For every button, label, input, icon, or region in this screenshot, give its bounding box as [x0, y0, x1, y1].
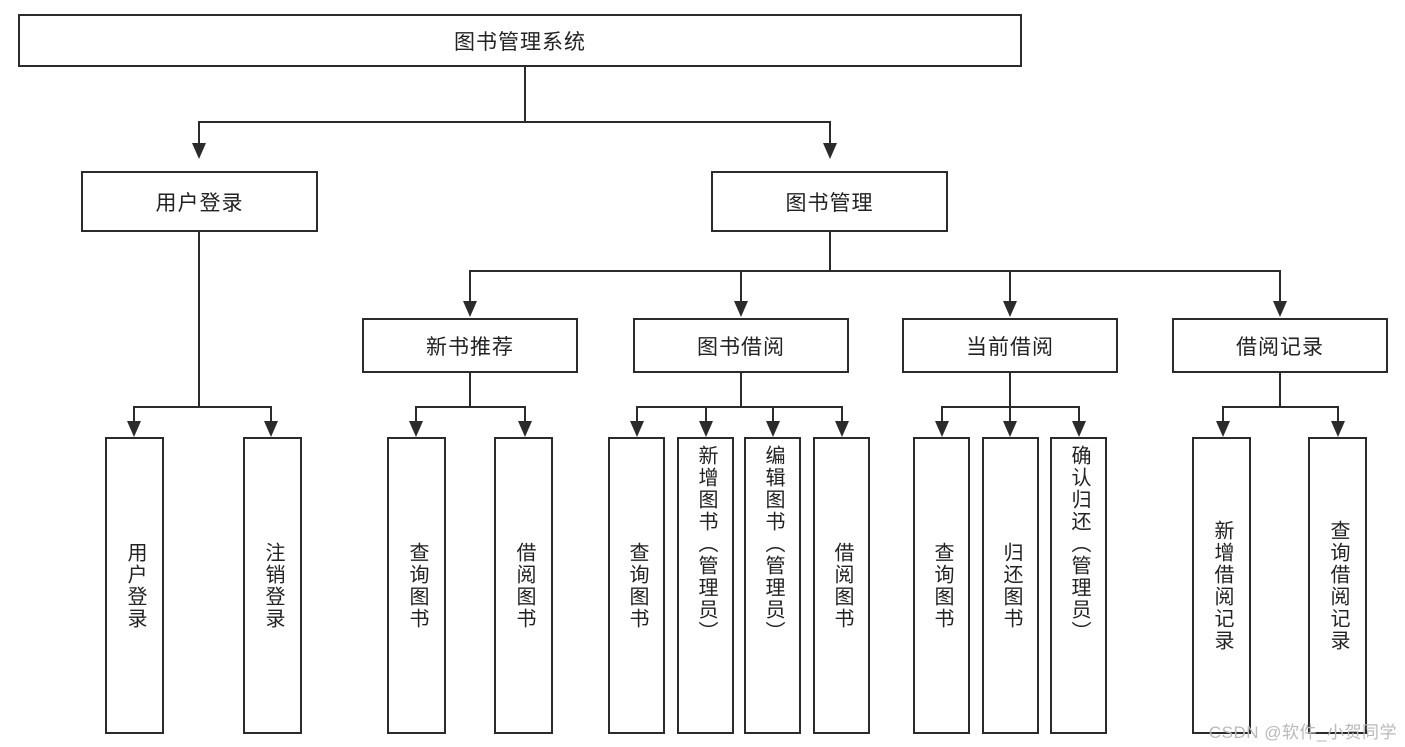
leaf-query-borrow-record-label: 查询借阅记录: [1327, 519, 1349, 652]
leaf-user-logout-label: 注销登录: [262, 541, 284, 630]
connector-root-stem: [524, 67, 526, 121]
leaf-query-borrow-record[interactable]: 查询借阅记录: [1308, 437, 1367, 734]
leaf-borrow-book-label: 借阅图书: [831, 541, 853, 630]
arrow-l2-1-to-l3-1: [734, 301, 748, 317]
arrow-l2-1-to-l3-2: [1003, 301, 1017, 317]
node-user-login-group[interactable]: 用户登录: [81, 171, 318, 232]
connector-l2-0-drop-a: [133, 406, 135, 422]
leaf-edit-book-admin-label: 编辑图书（管理员）: [762, 445, 784, 643]
arrow-root-to-l2-1: [823, 143, 837, 159]
arrow-l3-2-to-l4-10: [1072, 421, 1086, 437]
node-borrow-records[interactable]: 借阅记录: [1172, 318, 1388, 373]
leaf-return-book[interactable]: 归还图书: [982, 437, 1039, 734]
connector-root-to-l2-0-drop: [198, 121, 200, 143]
arrow-l3-3-to-l4-12: [1331, 421, 1345, 437]
connector-l3-2-drop-c: [1078, 406, 1080, 422]
leaf-add-book-admin[interactable]: 新增图书（管理员）: [677, 437, 734, 734]
leaf-query-book-recommend-label: 查询图书: [406, 541, 428, 630]
node-root[interactable]: 图书管理系统: [18, 14, 1022, 67]
connector-l3-2-drop-b: [1009, 406, 1011, 422]
connector-l3-3-bus: [1222, 406, 1337, 408]
connector-l3-1-stem: [740, 373, 742, 406]
connector-l2-0-stem: [198, 232, 200, 406]
leaf-query-book-current[interactable]: 查询图书: [913, 437, 970, 734]
node-borrow-records-label: 借阅记录: [1236, 335, 1324, 359]
connector-l2-1-drop-2: [1009, 270, 1011, 302]
connector-l3-0-bus: [415, 406, 524, 408]
connector-l3-3-stem: [1279, 373, 1281, 406]
leaf-query-book-current-label: 查询图书: [931, 541, 953, 630]
node-current-borrow-label: 当前借阅: [966, 335, 1054, 359]
arrow-l3-1-to-l4-7: [835, 421, 849, 437]
connector-l3-1-drop-c: [772, 406, 774, 422]
connector-l3-1-bus: [636, 406, 842, 408]
node-book-management-group[interactable]: 图书管理: [711, 171, 948, 232]
connector-l3-3-drop-a: [1222, 406, 1224, 422]
leaf-user-login[interactable]: 用户登录: [105, 437, 164, 734]
leaf-query-book-recommend[interactable]: 查询图书: [387, 437, 446, 734]
arrow-l2-0-to-l4-0: [127, 421, 141, 437]
arrow-l2-0-to-l4-1: [264, 421, 278, 437]
leaf-borrow-book[interactable]: 借阅图书: [813, 437, 870, 734]
node-book-borrow[interactable]: 图书借阅: [633, 318, 849, 373]
connector-l3-2-drop-a: [941, 406, 943, 422]
leaf-borrow-book-recommend[interactable]: 借阅图书: [494, 437, 553, 734]
connector-l3-1-drop-a: [636, 406, 638, 422]
leaf-confirm-return-admin-label: 确认归还（管理员）: [1068, 445, 1090, 643]
connector-root-to-l2-1-drop: [829, 121, 831, 143]
connector-l3-0-drop-b: [524, 406, 526, 422]
leaf-borrow-book-recommend-label: 借阅图书: [513, 541, 535, 630]
connector-l2-0-drop-b: [270, 406, 272, 422]
connector-l2-1-drop-0: [469, 270, 471, 302]
arrow-l3-3-to-l4-11: [1216, 421, 1230, 437]
node-user-login-group-label: 用户登录: [155, 191, 244, 215]
arrow-l2-1-to-l3-3: [1273, 301, 1287, 317]
arrow-l3-0-to-l4-3: [518, 421, 532, 437]
connector-l3-0-drop-a: [415, 406, 417, 422]
leaf-edit-book-admin[interactable]: 编辑图书（管理员）: [744, 437, 801, 734]
connector-l2-1-stem: [829, 232, 831, 270]
node-root-label: 图书管理系统: [454, 30, 586, 54]
node-book-management-group-label: 图书管理: [785, 191, 874, 215]
arrow-l3-1-to-l4-5: [699, 421, 713, 437]
node-new-book-recommend-label: 新书推荐: [426, 335, 514, 359]
connector-l3-2-stem: [1009, 373, 1011, 406]
arrow-l3-2-to-l4-8: [935, 421, 949, 437]
connector-l2-0-bus: [133, 406, 270, 408]
leaf-user-logout[interactable]: 注销登录: [243, 437, 302, 734]
arrow-root-to-l2-0: [192, 143, 206, 159]
leaf-return-book-label: 归还图书: [1000, 541, 1022, 630]
arrow-l3-1-to-l4-4: [630, 421, 644, 437]
arrow-l3-0-to-l4-2: [409, 421, 423, 437]
arrow-l2-1-to-l3-0: [463, 301, 477, 317]
connector-l3-3-drop-b: [1337, 406, 1339, 422]
connector-l3-0-stem: [469, 373, 471, 406]
leaf-add-borrow-record[interactable]: 新增借阅记录: [1192, 437, 1251, 734]
leaf-query-book-borrow-label: 查询图书: [626, 541, 648, 630]
leaf-user-login-label: 用户登录: [124, 541, 146, 630]
leaf-add-book-admin-label: 新增图书（管理员）: [695, 445, 717, 643]
node-new-book-recommend[interactable]: 新书推荐: [362, 318, 578, 373]
arrow-l3-1-to-l4-6: [766, 421, 780, 437]
connector-l2-1-drop-1: [740, 270, 742, 302]
node-book-borrow-label: 图书借阅: [697, 335, 785, 359]
leaf-add-borrow-record-label: 新增借阅记录: [1211, 519, 1233, 652]
arrow-l3-2-to-l4-9: [1003, 421, 1017, 437]
connector-l3-1-drop-d: [841, 406, 843, 422]
leaf-confirm-return-admin[interactable]: 确认归还（管理员）: [1050, 437, 1107, 734]
connector-l2-1-drop-3: [1279, 270, 1281, 302]
leaf-query-book-borrow[interactable]: 查询图书: [608, 437, 665, 734]
connector-l3-1-drop-b: [705, 406, 707, 422]
watermark-text: CSDN @软件_小贺同学: [1208, 723, 1397, 742]
connector-l2-1-bus: [469, 270, 1280, 272]
connector-root-bus: [198, 121, 830, 123]
node-current-borrow[interactable]: 当前借阅: [902, 318, 1118, 373]
